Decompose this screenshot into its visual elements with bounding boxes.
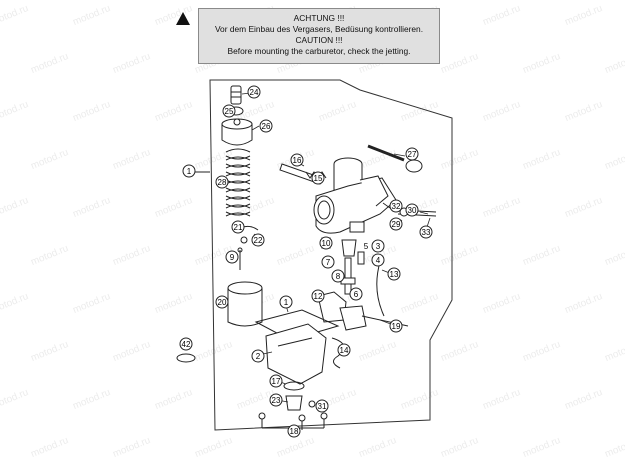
warning-text-de: Vor dem Einbau des Vergasers, Bedüsung k… — [214, 24, 424, 34]
callout-8: 8 — [331, 269, 345, 283]
part-cable-adjuster — [367, 144, 405, 162]
callout-label: 17 — [272, 377, 281, 386]
part-drain-plug — [285, 395, 303, 411]
callout-42: 42 — [179, 337, 193, 351]
callout-9: 9 — [225, 250, 239, 264]
part-bowl-screws — [258, 412, 328, 430]
callout-label: 15 — [314, 174, 323, 183]
callout-15: 15 — [311, 171, 325, 185]
callout-label: 2 — [256, 352, 261, 361]
part-pilot-jet — [357, 251, 365, 265]
callout-14: 14 — [337, 343, 351, 357]
callout-27: 27 — [405, 147, 419, 161]
callout-23: 23 — [269, 393, 283, 407]
callout-label: 19 — [392, 322, 401, 331]
warning-triangle-icon — [176, 12, 190, 25]
callout-label: 24 — [250, 88, 259, 97]
callout-5: 5 — [364, 242, 369, 251]
callout-label: 3 — [376, 242, 381, 251]
callout-2: 2 — [251, 349, 265, 363]
part-overflow-hose — [376, 261, 385, 317]
part-needle-jet — [341, 239, 357, 257]
callout-12: 12 — [311, 289, 325, 303]
callout-label: 4 — [376, 256, 381, 265]
callout-6: 6 — [349, 287, 363, 301]
warning-text-en: Before mounting the carburetor, check th… — [227, 46, 411, 56]
warning-notice: ACHTUNG !!! Vor dem Einbau des Vergasers… — [198, 8, 440, 64]
callout-16: 16 — [290, 153, 304, 167]
callout-10: 10 — [319, 236, 333, 250]
callout-label: 20 — [218, 298, 227, 307]
warning-title-en: CAUTION !!! — [295, 35, 343, 45]
callout-17: 17 — [269, 374, 283, 388]
callout-label: 32 — [392, 202, 401, 211]
callout-label: 14 — [340, 346, 349, 355]
part-float-bowl — [265, 323, 327, 385]
callout-13: 13 — [387, 267, 401, 281]
callout-label: 10 — [322, 239, 331, 248]
callout-label: 27 — [408, 150, 417, 159]
part-clamp-ring — [176, 353, 196, 363]
callout-label: 1 — [187, 167, 192, 176]
callout-label: 33 — [422, 228, 431, 237]
part-drain-tube — [331, 337, 345, 369]
callout-label: 42 — [182, 340, 191, 349]
part-carb-body — [313, 157, 397, 234]
part-throttle-slide — [227, 287, 263, 327]
callout-label: 23 — [272, 396, 281, 405]
part-o-ring — [283, 381, 305, 391]
callout-label: 31 — [318, 402, 327, 411]
callout-28: 28 — [215, 175, 229, 189]
callout-label: 8 — [336, 272, 341, 281]
callout-label: 12 — [314, 292, 323, 301]
callout-20: 20 — [215, 295, 229, 309]
callout-label: 29 — [392, 220, 401, 229]
callout-32: 32 — [389, 199, 403, 213]
callout-label: 13 — [390, 270, 399, 279]
callout-label: 22 — [254, 236, 263, 245]
callout-label: 7 — [326, 258, 331, 267]
part-screw — [230, 85, 242, 105]
callout-label: 30 — [408, 206, 417, 215]
callout-25: 25 — [222, 104, 236, 118]
callout-label: 6 — [354, 290, 359, 299]
callout-label: 25 — [225, 107, 234, 116]
callout-24: 24 — [247, 85, 261, 99]
callout-29: 29 — [389, 217, 403, 231]
callout-18: 18 — [287, 424, 301, 438]
part-slide-spring — [225, 148, 251, 217]
callout-21: 21 — [231, 220, 245, 234]
callout-30: 30 — [405, 203, 419, 217]
callout-label: 18 — [290, 427, 299, 436]
callout-31: 31 — [315, 399, 329, 413]
callout-19: 19 — [389, 319, 403, 333]
part-carb-cap — [221, 123, 253, 146]
callout-4: 4 — [371, 253, 385, 267]
callout-7: 7 — [321, 255, 335, 269]
callout-1a: 1 — [182, 164, 196, 178]
callout-1b: 1 — [279, 295, 293, 309]
callout-26: 26 — [259, 119, 273, 133]
callout-22: 22 — [251, 233, 265, 247]
callout-label: 1 — [284, 298, 289, 307]
callout-label: 26 — [262, 122, 271, 131]
warning-title-de: ACHTUNG !!! — [293, 13, 345, 23]
callout-label: 16 — [293, 156, 302, 165]
callout-label: 28 — [218, 178, 227, 187]
callout-33: 33 — [419, 225, 433, 239]
callout-label: 9 — [230, 253, 235, 262]
callout-3: 3 — [371, 239, 385, 253]
assembly-frame — [209, 79, 453, 431]
callout-label: 21 — [234, 223, 243, 232]
callout-label: 5 — [364, 242, 369, 251]
